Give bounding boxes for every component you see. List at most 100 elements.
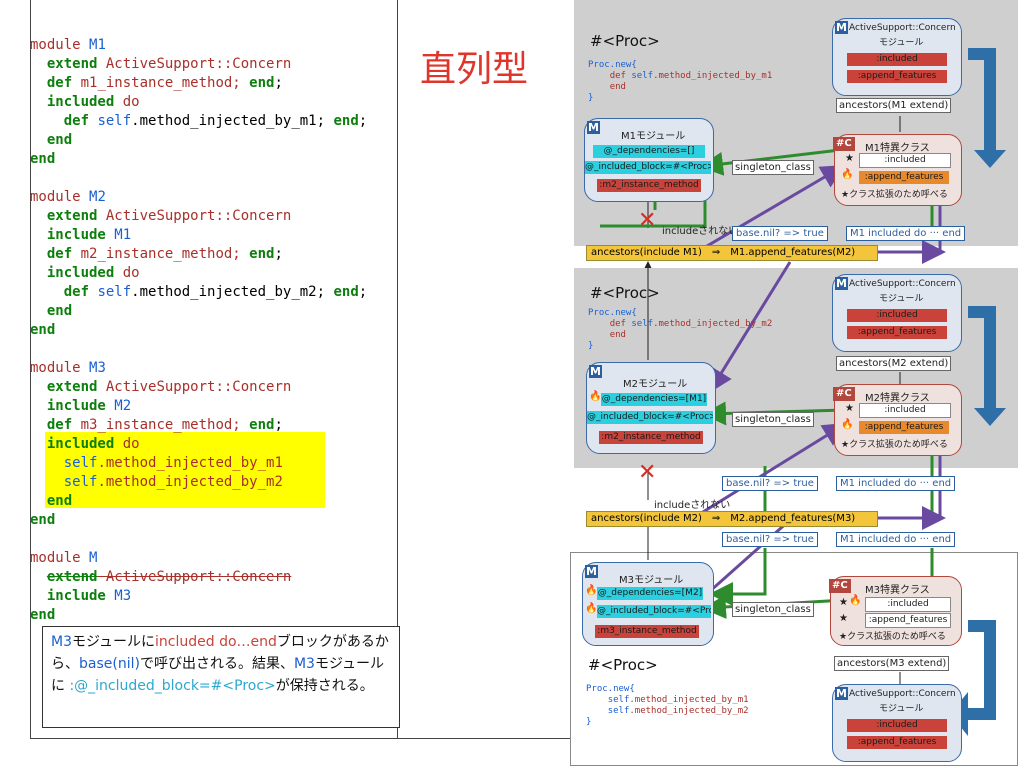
code-token: end xyxy=(249,246,275,262)
base-nil-2: base.nil? => true xyxy=(722,476,818,491)
code-token: extend xyxy=(46,208,98,224)
fire-icon: 🔥 xyxy=(585,603,598,614)
concern-box-2: M ActiveSupport::Concern モジュール :included… xyxy=(832,274,962,352)
code-token: do xyxy=(114,94,140,110)
code-token: included xyxy=(46,436,115,452)
code-token: M3 xyxy=(89,360,106,376)
code-token: included xyxy=(46,265,115,281)
code-token: extend xyxy=(46,569,98,585)
m2-module-box: M M2モジュール 🔥 @_dependencies=[M1] @_includ… xyxy=(586,362,716,454)
concern-sub: モジュール xyxy=(879,294,924,304)
concern-sub: モジュール xyxy=(879,38,924,48)
code-token: def xyxy=(63,284,90,300)
code-token: ActiveSupport::Concern xyxy=(97,208,292,224)
highlight-block xyxy=(45,432,325,508)
concern-box-1: M ActiveSupport::Concern モジュール :included… xyxy=(832,18,962,96)
star: ★ xyxy=(845,403,854,414)
proc-code-1: Proc.new{ def self.method_injected_by_m1… xyxy=(588,60,773,103)
code-token: end xyxy=(30,322,56,338)
m1-module-box: M M1モジュール @_dependencies=[] @_included_b… xyxy=(584,118,714,202)
note-text: M3 xyxy=(51,634,72,650)
code-token: M2 xyxy=(89,189,106,205)
code-token: end xyxy=(30,151,56,167)
ancestors-bar-2: ancestors(include M2) ⇒ M2.append_featur… xyxy=(586,511,878,527)
m-tag: M xyxy=(835,687,848,700)
code-token: .method_injected_by_m2 xyxy=(97,474,283,490)
code-line: module M3 xyxy=(30,359,367,378)
m3-singleton-box: #C M3特異クラス ★ 🔥 :included ★ :append_featu… xyxy=(829,576,962,646)
concern-included: :included xyxy=(847,309,947,322)
code-line: extend ActiveSupport::Concern xyxy=(30,207,367,226)
m3-method: :m3_instance_method xyxy=(595,625,699,638)
code-line: included do xyxy=(30,264,367,283)
code-token: end xyxy=(333,284,359,300)
m3-deps: @_dependencies=[M2] xyxy=(597,587,703,600)
m1-s-append: :append_features xyxy=(859,171,949,184)
code-token: module xyxy=(30,550,90,566)
note-text: モジュールに xyxy=(51,656,384,694)
concern-title: ActiveSupport::Concern xyxy=(849,23,956,33)
code-token: module xyxy=(30,189,90,205)
m2-inc-block: @_included_block=#<Proc> xyxy=(587,411,713,424)
concern-included: :included xyxy=(847,719,947,732)
code-token: ; xyxy=(358,284,368,300)
code-token: end xyxy=(30,607,56,623)
code-token: include xyxy=(46,588,106,604)
note-text: base(nil) xyxy=(79,656,140,672)
code-panel-frame xyxy=(30,0,571,739)
code-token: m3_instance_method; xyxy=(72,417,250,433)
code-token: M1 xyxy=(89,37,106,53)
code-token: def xyxy=(46,417,73,433)
code-token: ; xyxy=(274,75,283,91)
proc-title-2: #<Proc> xyxy=(590,284,660,302)
code-line: end xyxy=(30,492,367,511)
code-line: self.method_injected_by_m1 xyxy=(30,454,367,473)
m3-class-ext: ★クラス拡張のため呼べる xyxy=(839,632,946,642)
concern-included: :included xyxy=(847,53,947,66)
m-tag: M xyxy=(835,21,848,34)
code-line: extend ActiveSupport::Concern xyxy=(30,378,367,397)
code-token: self xyxy=(97,284,132,300)
code-line: def self.method_injected_by_m1; end; xyxy=(30,112,367,131)
code-line: def self.method_injected_by_m2; end; xyxy=(30,283,367,302)
title-heading: 直列型 xyxy=(420,49,529,90)
code-line: end xyxy=(30,606,367,625)
code-token: module xyxy=(30,37,90,53)
concern-title: ActiveSupport::Concern xyxy=(849,279,956,289)
code-token: do xyxy=(114,436,140,452)
ancestors-m3: ancestors(M3 extend) xyxy=(834,656,950,671)
note-text: が保持される。 xyxy=(275,678,374,694)
code-line: end xyxy=(30,302,367,321)
code-token: self xyxy=(63,455,98,471)
ancestors-m2: ancestors(M2 extend) xyxy=(836,356,952,371)
code-token: extend xyxy=(46,56,98,72)
m1-included-2: M1 included do ··· end xyxy=(836,476,956,491)
fire-icon: 🔥 xyxy=(841,419,854,430)
code-token: do xyxy=(114,265,140,281)
m1-deps: @_dependencies=[] xyxy=(593,145,705,158)
m1-title: M1モジュール xyxy=(621,131,686,142)
code-token: .method_injected_by_m2; xyxy=(131,284,334,300)
code-line: def m2_instance_method; end; xyxy=(30,245,367,264)
proc-title-3: #<Proc> xyxy=(588,656,658,674)
code-token: def xyxy=(46,246,73,262)
not-included-1: includeされない xyxy=(662,226,739,237)
concern-append: :append_features xyxy=(847,70,947,83)
code-token: end xyxy=(30,512,56,528)
code-token: def xyxy=(46,75,73,91)
fire-icon: 🔥 xyxy=(585,585,598,596)
m3-inc-block: @_included_block=#<Proc> xyxy=(597,605,711,618)
m1-s-included: :included xyxy=(859,153,951,168)
singleton-class-label-1: singleton_class xyxy=(732,160,814,175)
m2-singleton-box: #C M2特異クラス ★ :included 🔥 :append_feature… xyxy=(833,384,962,456)
m1-included-3: M1 included do ··· end xyxy=(836,532,956,547)
ancestors-bar-1: ancestors(include M1) ⇒ M1.append_featur… xyxy=(586,245,878,261)
m2-deps: @_dependencies=[M1] xyxy=(601,393,707,406)
code-listing: module M1 extend ActiveSupport::Concern … xyxy=(30,36,367,625)
code-line: extend ActiveSupport::Concern xyxy=(30,568,367,587)
singleton-class-label-2: singleton_class xyxy=(732,412,814,427)
note-text: ブロックがあるから、 xyxy=(51,634,389,672)
note-text: :@_included_block=#<Proc> xyxy=(69,678,276,694)
c-tag: #C xyxy=(829,579,851,593)
concern-box-3: M ActiveSupport::Concern モジュール :included… xyxy=(832,684,962,762)
